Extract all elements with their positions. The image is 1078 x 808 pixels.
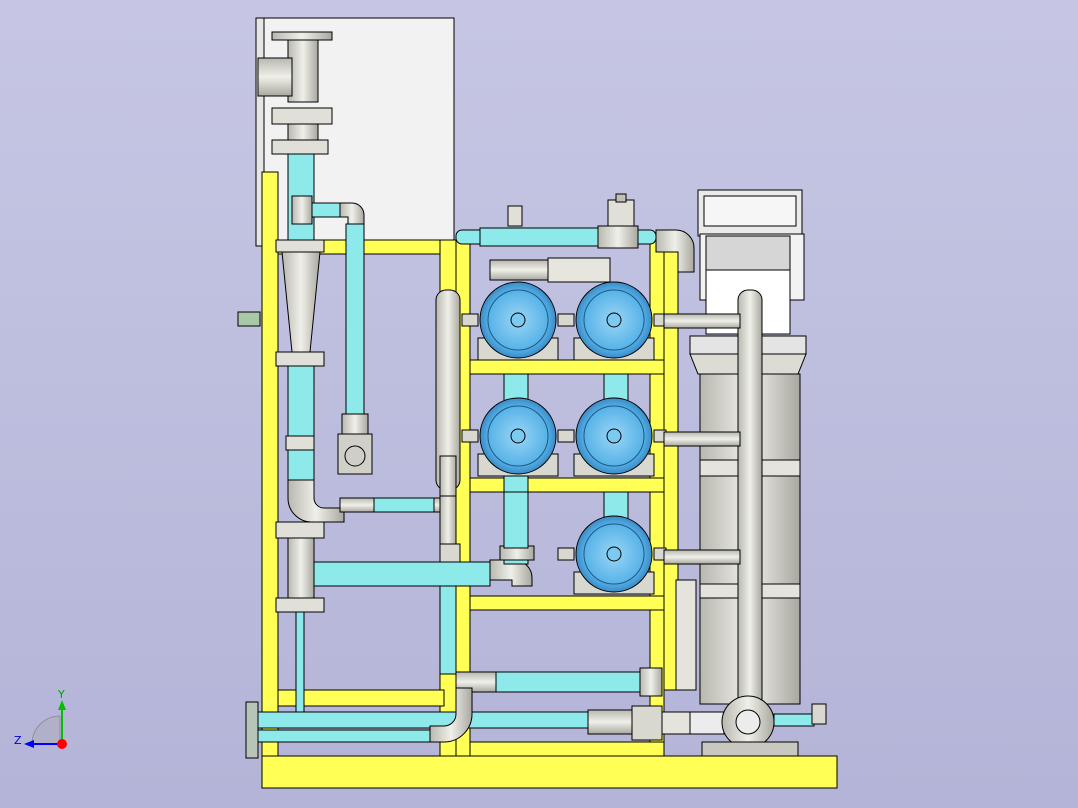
membrane-housing — [461, 397, 571, 477]
membrane-housings — [461, 281, 667, 595]
left-pipework — [237, 153, 441, 723]
inlet-valve-assembly — [257, 31, 333, 155]
z-axis-arrow-icon — [24, 740, 34, 748]
axis-origin-icon — [57, 739, 67, 749]
membrane-housing — [557, 281, 667, 361]
y-axis-arrow-icon — [58, 700, 66, 710]
cartridge-filter — [435, 289, 461, 675]
pump-suction-assembly — [245, 687, 827, 759]
membrane-housing — [557, 397, 667, 477]
feed-header — [455, 193, 695, 283]
axis-triad: Y Z — [14, 688, 67, 749]
y-axis-label: Y — [57, 688, 65, 701]
z-axis-label: Z — [14, 734, 22, 747]
high-pressure-pump — [663, 189, 807, 731]
membrane-housing — [557, 515, 667, 595]
